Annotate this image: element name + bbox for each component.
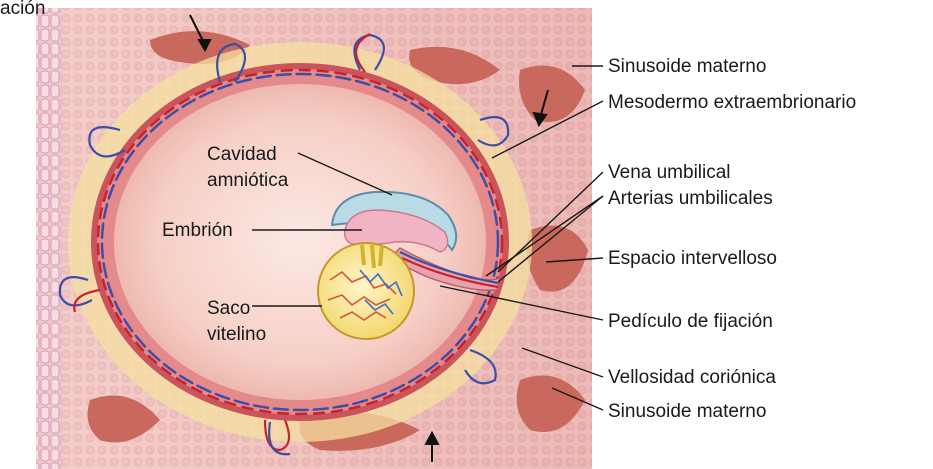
label-saco-vitelino-2: vitelino bbox=[207, 324, 266, 345]
label-cavidad-amniotica-2: amniótica bbox=[207, 170, 289, 191]
label-vena-umbilical: Vena umbilical bbox=[608, 162, 731, 183]
label-espacio-intervelloso: Espacio intervelloso bbox=[608, 248, 777, 269]
label-vellosidad-corionica: Vellosidad coriónica bbox=[608, 367, 776, 388]
label-sinusoide-materno-top: Sinusoide materno bbox=[608, 56, 766, 77]
label-sinusoide-materno-bottom: Sinusoide materno bbox=[608, 401, 766, 422]
label-pediculo-de-fijacion: Pedículo de fijación bbox=[608, 311, 773, 332]
label-mesodermo-extraembrionario: Mesodermo extraembrionario bbox=[608, 92, 856, 113]
label-arterias-umbilicales: Arterias umbilicales bbox=[608, 188, 773, 209]
corner-caption: ación bbox=[0, 0, 45, 19]
label-embrion: Embrión bbox=[162, 220, 233, 241]
yolk-sac bbox=[318, 243, 414, 339]
label-cavidad-amniotica-1: Cavidad bbox=[207, 144, 277, 165]
label-saco-vitelino-1: Saco bbox=[207, 298, 250, 319]
